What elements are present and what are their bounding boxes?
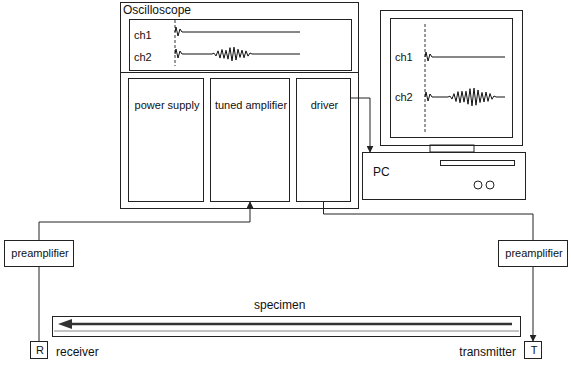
transmitter-label: transmitter (457, 345, 518, 359)
node-text: preamplifier (8, 247, 72, 260)
preamplifier-box: preamplifier (498, 240, 568, 267)
signal-wire (351, 98, 370, 152)
scope-screen: ch1 ch2 (129, 19, 352, 71)
waveform (425, 88, 505, 106)
specimen-inner-line (54, 331, 519, 332)
receiver-label: receiver (54, 345, 101, 359)
node-text: PC (373, 165, 390, 179)
pc-button (486, 181, 494, 189)
signal-wire (39, 202, 250, 240)
monitor-screen: ch1 ch2 (390, 18, 513, 138)
tuned-amplifier-box: tuned amplifier (210, 78, 290, 202)
signal-wire (533, 267, 534, 341)
node-text: preamplifier (502, 247, 566, 260)
waveform (425, 52, 505, 61)
trigger-line (425, 24, 426, 133)
signal-wire (324, 202, 534, 240)
drive-slot (441, 161, 515, 166)
node-text: ch2 (395, 91, 413, 104)
node-text: R (34, 344, 46, 357)
wave-path-arrowhead (58, 319, 72, 329)
node-text: ch1 (395, 51, 413, 64)
monitor-housing (381, 11, 523, 146)
node-text: driver (300, 99, 349, 112)
wave-path-arrow (68, 323, 512, 326)
node-text: ch1 (134, 29, 152, 42)
pc-button (474, 181, 482, 189)
waveform (175, 27, 300, 36)
node-text: ch2 (134, 51, 152, 64)
node-text: power supply (132, 99, 202, 112)
signal-wire (39, 267, 40, 341)
instrument-rack (121, 73, 359, 209)
node-text: tuned amplifier (214, 99, 288, 112)
specimen-label: specimen (252, 298, 307, 312)
trigger-line (175, 20, 176, 66)
node-text: T (528, 344, 540, 357)
preamplifier-box: preamplifier (4, 240, 74, 267)
oscilloscope-box: Oscilloscope ch1 ch2 (120, 2, 359, 73)
monitor-stand (430, 145, 474, 152)
receiver-box: R (30, 341, 48, 359)
node-text: Oscilloscope (123, 3, 191, 17)
power-supply-box: power supply (128, 78, 204, 202)
waveform-traces (175, 27, 505, 106)
specimen-bar (53, 317, 521, 337)
driver-box: driver (296, 78, 351, 202)
pc-box: PC (362, 152, 526, 200)
transmitter-box: T (524, 341, 542, 359)
waveform (175, 47, 300, 61)
